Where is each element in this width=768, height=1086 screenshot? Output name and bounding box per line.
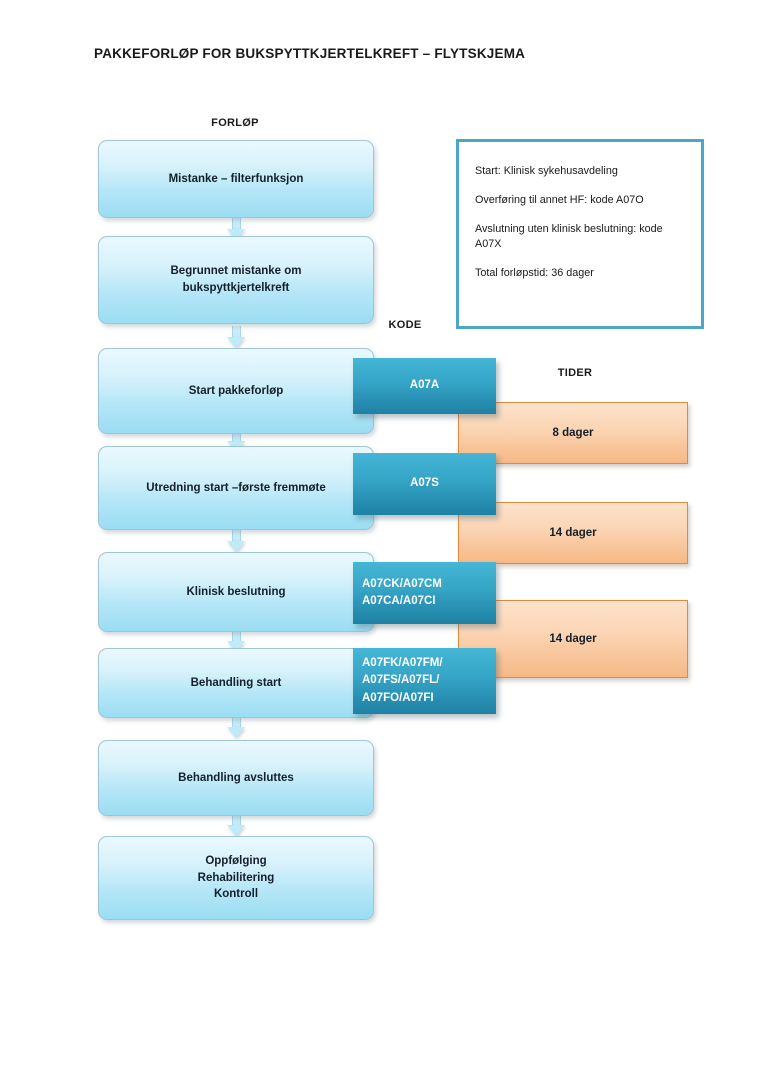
info-line-avslutning: Avslutning uten klinisk beslutning: kode… (475, 223, 663, 251)
time-box-8-dager[interactable]: 8 dager (458, 402, 688, 464)
flow-step-label: Behandling start (190, 676, 282, 689)
column-header-kode: KODE (388, 319, 422, 331)
info-line-overforing: Overføring til annet HF: kode A07O (475, 194, 644, 207)
info-box: Start: Klinisk sykehusavdeling Overførin… (456, 139, 704, 329)
code-box-label: A07A (409, 379, 440, 392)
arrow-shaft (232, 716, 241, 728)
flow-step-label: Behandling avsluttes (178, 771, 294, 784)
flow-step-label: Utredning start –første fremmøte (146, 481, 326, 494)
flow-step-klinisk-beslutning[interactable]: Klinisk beslutning (98, 552, 374, 632)
time-box-14-dager-1[interactable]: 14 dager (458, 502, 688, 564)
code-box-a07s[interactable]: A07S (353, 453, 496, 515)
flow-arrow-down-icon (227, 630, 246, 652)
flow-step-begrunnet-mistanke[interactable]: Begrunnet mistanke om bukspyttkjertelkre… (98, 236, 374, 324)
flow-step-label: Begrunnet mistanke om bukspyttkjertelkre… (170, 265, 302, 294)
arrow-head (227, 337, 245, 348)
arrow-shaft (232, 630, 241, 642)
time-box-label: 14 dager (549, 527, 597, 539)
code-box-label: A07CK/A07CM A07CA/A07CI (362, 577, 442, 607)
arrow-shaft (232, 218, 241, 230)
flow-step-oppfolging-rehabilitering-kontroll[interactable]: Oppfølging Rehabilitering Kontroll (98, 836, 374, 920)
arrow-head (227, 727, 245, 738)
flow-arrow-down-icon (227, 814, 246, 836)
arrow-shaft (232, 430, 241, 442)
flow-step-behandling-start[interactable]: Behandling start (98, 648, 374, 718)
code-box-a07c-group[interactable]: A07CK/A07CM A07CA/A07CI (353, 562, 496, 624)
flow-step-label: Mistanke – filterfunksjon (168, 172, 304, 185)
code-box-label: A07S (410, 477, 439, 490)
flow-arrow-down-icon (227, 530, 246, 552)
flow-step-utredning-start[interactable]: Utredning start –første fremmøte (98, 446, 374, 530)
time-box-label: 14 dager (549, 633, 597, 645)
code-box-label: A07FK/A07FM/ A07FS/A07FL/ A07FO/A07FI (362, 657, 443, 704)
info-line-total-tid: Total forløpstid: 36 dager (475, 267, 594, 280)
flow-arrow-down-icon (227, 326, 246, 348)
arrow-head (227, 825, 245, 836)
code-box-a07f-group[interactable]: A07FK/A07FM/ A07FS/A07FL/ A07FO/A07FI (353, 648, 496, 714)
flow-step-label: Klinisk beslutning (186, 585, 286, 598)
info-line-start: Start: Klinisk sykehusavdeling (475, 165, 618, 177)
arrow-shaft (232, 814, 241, 826)
arrow-head (227, 229, 245, 240)
arrow-head (227, 641, 245, 652)
page-title: PAKKEFORLØP FOR BUKSPYTTKJERTELKREFT – F… (94, 46, 526, 61)
flow-arrow-down-icon (227, 218, 246, 240)
flow-arrow-down-icon (227, 716, 246, 738)
flow-step-mistanke-filterfunksjon[interactable]: Mistanke – filterfunksjon (98, 140, 374, 218)
column-header-forlop: FORLØP (211, 117, 259, 129)
column-header-tider: TIDER (557, 367, 593, 379)
time-box-label: 8 dager (552, 427, 594, 439)
arrow-shaft (232, 530, 241, 542)
arrow-head (227, 541, 245, 552)
flow-step-start-pakkeforlop[interactable]: Start pakkeforløp (98, 348, 374, 434)
flow-step-label: Start pakkeforløp (188, 384, 284, 397)
arrow-shaft (232, 326, 241, 338)
flow-step-label: Oppfølging Rehabilitering Kontroll (197, 854, 275, 901)
flow-step-behandling-avsluttes[interactable]: Behandling avsluttes (98, 740, 374, 816)
time-box-14-dager-2[interactable]: 14 dager (458, 600, 688, 678)
code-box-a07a[interactable]: A07A (353, 358, 496, 414)
